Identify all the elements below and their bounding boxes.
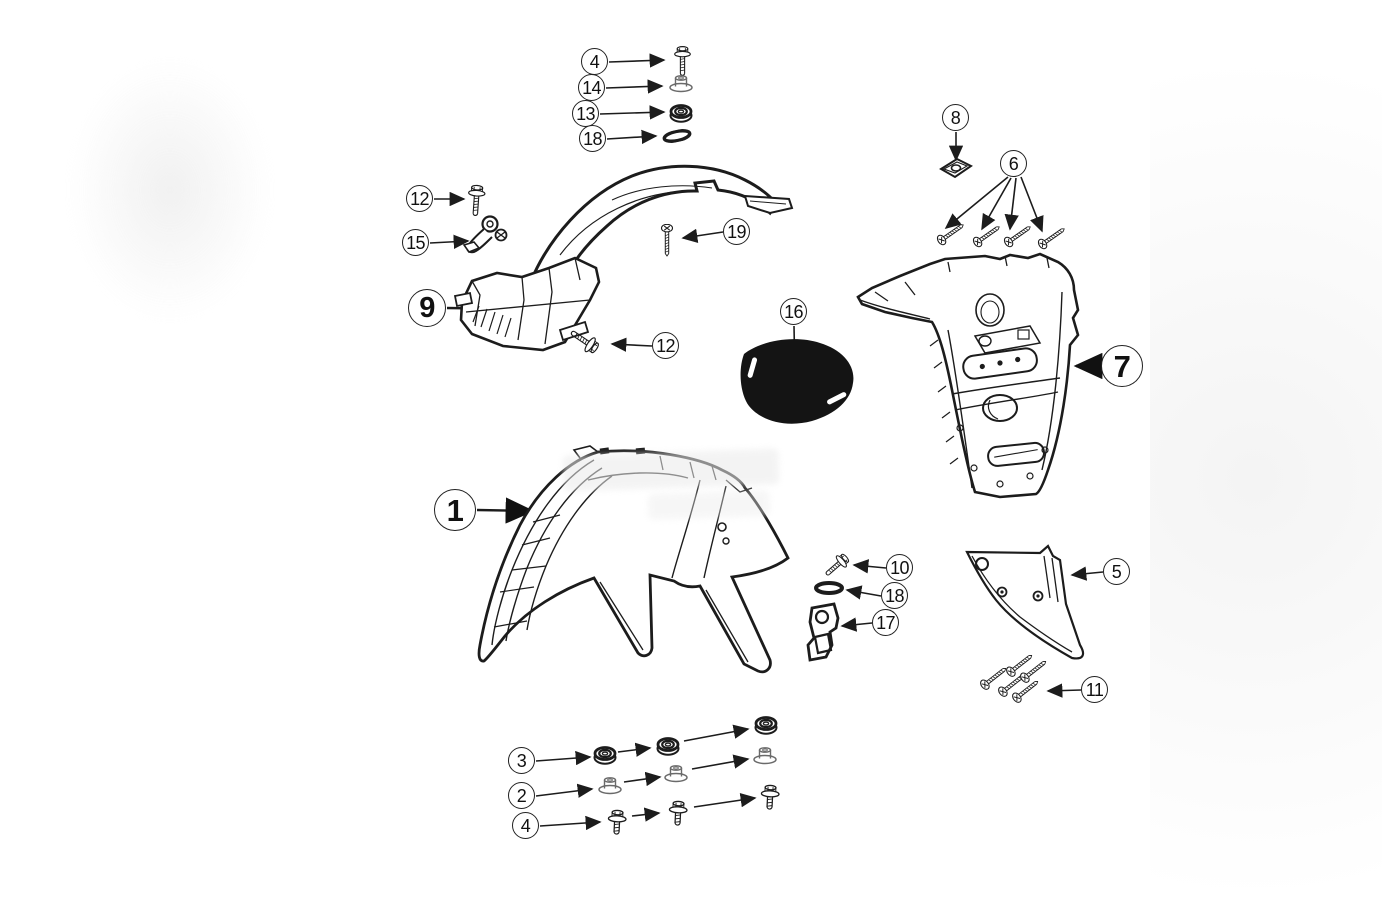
callout-number: 4 xyxy=(520,815,531,836)
callout-number: 17 xyxy=(876,612,895,633)
flange-bolt-icon xyxy=(759,784,781,811)
callout-6: 6 xyxy=(1000,150,1027,177)
callout-3: 3 xyxy=(508,747,535,774)
callout-12b: 12 xyxy=(652,332,679,359)
flange-bolt-icon xyxy=(821,550,852,581)
callout-number: 16 xyxy=(784,301,803,322)
callout-number: 6 xyxy=(1008,153,1019,174)
part-side-panel xyxy=(856,252,1080,499)
hardware-rear-fender xyxy=(462,184,674,357)
hardware-mudflap-fixings xyxy=(806,550,852,662)
clamp-bracket xyxy=(806,602,840,662)
callout-number: 12 xyxy=(656,335,675,356)
callout-number: 9 xyxy=(419,291,435,324)
washer-icon xyxy=(661,127,693,145)
callout-19: 19 xyxy=(723,218,750,245)
callout-number: 5 xyxy=(1111,561,1122,582)
callout-number: 1 xyxy=(446,492,464,528)
callout-8: 8 xyxy=(942,104,969,131)
callout-number: 4 xyxy=(589,51,600,72)
hardware-screws-6 xyxy=(935,220,1068,251)
callout-9: 9 xyxy=(408,289,446,327)
callout-10: 10 xyxy=(886,554,913,581)
callout-18b: 18 xyxy=(881,582,908,609)
screw-icon xyxy=(660,224,674,257)
hardware-bolts-row xyxy=(606,784,781,836)
screw-icon xyxy=(971,222,1003,249)
grommet-icon xyxy=(754,716,778,736)
callout-13: 13 xyxy=(572,100,599,127)
callout-1: 1 xyxy=(434,489,476,531)
watermark xyxy=(562,448,780,492)
callout-number: 10 xyxy=(890,557,909,578)
grommet-icon xyxy=(656,737,680,757)
callout-number: 15 xyxy=(406,232,425,253)
callout-number: 14 xyxy=(582,77,601,98)
flange-bolt-icon xyxy=(466,184,487,217)
callout-14: 14 xyxy=(578,74,605,101)
grommet-icon xyxy=(669,104,693,124)
callout-15: 15 xyxy=(402,229,429,256)
callout-number: 3 xyxy=(516,750,527,771)
callout-4b: 4 xyxy=(512,812,539,839)
clip-nut xyxy=(939,157,973,179)
part-rear-fender xyxy=(453,164,794,352)
callout-number: 11 xyxy=(1085,679,1104,700)
callout-number: 19 xyxy=(727,221,746,242)
flange-bolt-icon xyxy=(674,46,691,76)
callout-5: 5 xyxy=(1103,558,1130,585)
screw-icon xyxy=(1002,222,1034,249)
hardware-top-column xyxy=(661,46,693,145)
callout-number: 18 xyxy=(885,585,904,606)
callout-arrows xyxy=(429,53,1104,831)
watermark xyxy=(647,489,771,521)
callout-number: 13 xyxy=(576,103,595,124)
flange-bolt-icon xyxy=(606,809,628,836)
callout-number: 18 xyxy=(583,128,602,149)
callout-number: 2 xyxy=(516,785,527,806)
washer-icon xyxy=(814,581,844,595)
callout-7: 7 xyxy=(1101,345,1143,387)
callout-number: 7 xyxy=(1113,348,1131,384)
grommet-icon xyxy=(593,746,617,766)
callout-2: 2 xyxy=(508,782,535,809)
hardware-screws-11 xyxy=(978,650,1050,705)
hardware-spacers-row xyxy=(598,747,777,795)
flange-bolt-icon xyxy=(667,800,689,827)
spacer-bushing-icon xyxy=(598,777,622,795)
fender-stay-bracket xyxy=(462,215,508,254)
callout-11: 11 xyxy=(1081,676,1108,703)
spacer-bushing-icon xyxy=(664,765,688,783)
part-number-plate xyxy=(740,339,854,424)
part-mud-flap xyxy=(965,544,1085,660)
spacer-bushing-icon xyxy=(669,75,693,93)
callout-number: 8 xyxy=(950,107,961,128)
screw-icon xyxy=(978,663,1010,692)
spacer-bushing-icon xyxy=(753,747,777,765)
callout-17: 17 xyxy=(872,609,899,636)
callout-number: 12 xyxy=(410,188,429,209)
callout-12: 12 xyxy=(406,185,433,212)
callout-4: 4 xyxy=(581,48,608,75)
callout-18: 18 xyxy=(579,125,606,152)
callout-16: 16 xyxy=(780,298,807,325)
screw-icon xyxy=(1018,656,1050,685)
